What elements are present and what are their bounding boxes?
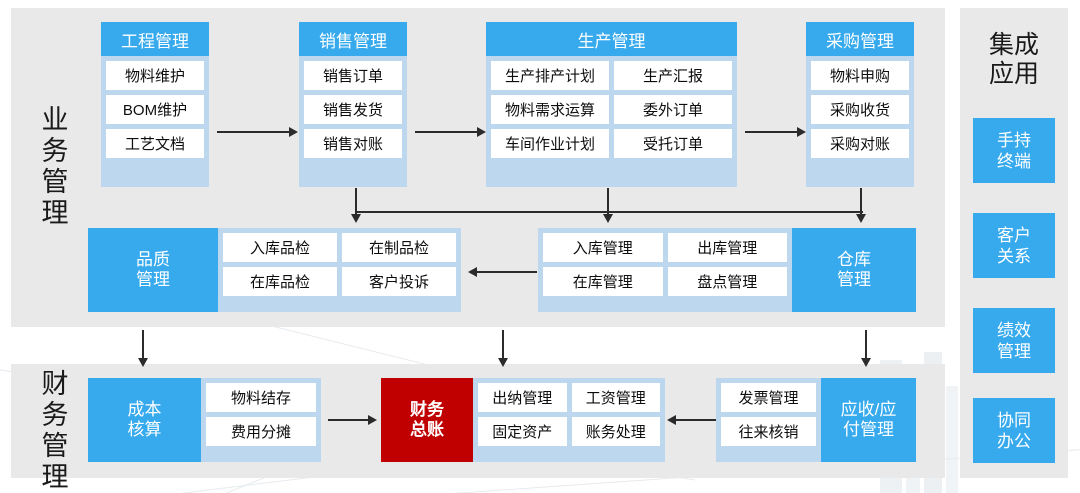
bus-line-horizontal (356, 211, 863, 213)
bus-line-down-sales (355, 188, 357, 216)
arrow-warehouse-to-quality-line (477, 271, 537, 273)
item-engineering-2[interactable]: 工艺文档 (106, 129, 204, 158)
item-sales-2[interactable]: 销售对账 (304, 129, 402, 158)
item-warehouse-left-1[interactable]: 在库管理 (543, 267, 663, 296)
arrow-warehouse-to-receivable-line (865, 330, 867, 360)
item-purchase-0[interactable]: 物料申购 (811, 61, 909, 90)
app-button-customer-relationship[interactable]: 客户关系 (973, 213, 1055, 278)
card-warehouse[interactable]: 入库管理 在库管理 出库管理 盘点管理 仓库管理 (538, 228, 916, 312)
card-production-title: 生产管理 (486, 22, 737, 56)
item-quality-right-1[interactable]: 客户投诉 (342, 267, 456, 296)
card-quality[interactable]: 品质管理 入库品检 在库品检 在制品检 客户投诉 (88, 228, 461, 312)
arrow-cost-to-ledger-head (368, 415, 377, 425)
arrow-receivable-to-ledger-head (667, 415, 676, 425)
card-production[interactable]: 生产管理 生产排产计划 物料需求运算 车间作业计划 生产汇报 委外订单 受托订单 (486, 22, 737, 187)
arrow-to-ledger-line (502, 330, 504, 360)
item-ledger-left-1[interactable]: 固定资产 (478, 417, 567, 446)
item-ledger-right-1[interactable]: 账务处理 (571, 417, 660, 446)
item-engineering-0[interactable]: 物料维护 (106, 61, 204, 90)
card-receivable-payable-title: 应收/应付管理 (821, 378, 916, 462)
card-sales[interactable]: 销售管理 销售订单 销售发货 销售对账 (299, 22, 407, 187)
item-ledger-right-0[interactable]: 工资管理 (571, 383, 660, 412)
item-production-right-1[interactable]: 委外订单 (614, 95, 732, 124)
item-production-right-0[interactable]: 生产汇报 (614, 61, 732, 90)
card-engineering[interactable]: 工程管理 物料维护 BOM维护 工艺文档 (101, 22, 209, 187)
item-engineering-1[interactable]: BOM维护 (106, 95, 204, 124)
arrow-cost-to-ledger-line (328, 419, 368, 421)
item-receivable-1[interactable]: 往来核销 (721, 417, 816, 446)
item-warehouse-right-1[interactable]: 盘点管理 (667, 267, 787, 296)
arrow-quality-to-cost-head (138, 358, 148, 367)
card-receivable-payable[interactable]: 发票管理 往来核销 应收/应付管理 (716, 378, 916, 462)
arrow-down-sales-head (351, 214, 361, 223)
card-cost-accounting[interactable]: 成本核算 物料结存 费用分摊 (88, 378, 321, 462)
arrow-receivable-to-ledger-line (676, 419, 716, 421)
arrow-engineering-to-sales-line (217, 131, 289, 133)
arrow-engineering-to-sales-head (289, 127, 298, 137)
item-quality-right-0[interactable]: 在制品检 (342, 233, 456, 262)
arrow-sales-to-production-head (477, 127, 486, 137)
arrow-down-production-head (603, 214, 613, 223)
card-warehouse-title: 仓库管理 (792, 228, 916, 312)
item-production-left-0[interactable]: 生产排产计划 (491, 61, 609, 90)
item-sales-0[interactable]: 销售订单 (304, 61, 402, 90)
item-sales-1[interactable]: 销售发货 (304, 95, 402, 124)
item-receivable-0[interactable]: 发票管理 (721, 383, 816, 412)
arrow-quality-to-cost-line (142, 330, 144, 360)
business-row-label: 业务管理 (41, 105, 69, 228)
arrow-production-to-purchase-head (797, 127, 806, 137)
card-quality-title: 品质管理 (88, 228, 218, 312)
item-purchase-1[interactable]: 采购收货 (811, 95, 909, 124)
item-warehouse-left-0[interactable]: 入库管理 (543, 233, 663, 262)
item-ledger-left-0[interactable]: 出纳管理 (478, 383, 567, 412)
arrow-warehouse-to-quality-head (468, 267, 477, 277)
app-button-handheld-terminal[interactable]: 手持终端 (973, 118, 1055, 183)
card-general-ledger-title: 财务总账 (381, 378, 473, 462)
finance-row-label: 财务管理 (41, 369, 69, 492)
item-production-right-2[interactable]: 受托订单 (614, 129, 732, 158)
card-purchase-title: 采购管理 (806, 22, 914, 56)
card-purchase[interactable]: 采购管理 物料申购 采购收货 采购对账 (806, 22, 914, 187)
item-quality-left-0[interactable]: 入库品检 (223, 233, 337, 262)
item-cost-1[interactable]: 费用分摊 (206, 417, 316, 446)
card-sales-title: 销售管理 (299, 22, 407, 56)
item-quality-left-1[interactable]: 在库品检 (223, 267, 337, 296)
item-production-left-1[interactable]: 物料需求运算 (491, 95, 609, 124)
arrow-sales-to-production-line (415, 131, 477, 133)
integration-apps-title: 集成应用 (988, 31, 1039, 88)
bus-line-down-production (607, 188, 609, 216)
arrow-warehouse-to-receivable-head (861, 358, 871, 367)
app-button-performance-management[interactable]: 绩效管理 (973, 308, 1055, 373)
arrow-to-ledger-head (498, 358, 508, 367)
arrow-production-to-purchase-line (745, 131, 797, 133)
item-warehouse-right-0[interactable]: 出库管理 (667, 233, 787, 262)
app-button-collaborative-office[interactable]: 协同办公 (973, 398, 1055, 463)
item-cost-0[interactable]: 物料结存 (206, 383, 316, 412)
arrow-down-purchase-head (856, 214, 866, 223)
card-engineering-title: 工程管理 (101, 22, 209, 56)
card-general-ledger[interactable]: 财务总账 出纳管理 固定资产 工资管理 账务处理 (381, 378, 665, 462)
item-purchase-2[interactable]: 采购对账 (811, 129, 909, 158)
item-production-left-2[interactable]: 车间作业计划 (491, 129, 609, 158)
bus-line-down-purchase (860, 188, 862, 216)
card-cost-accounting-title: 成本核算 (88, 378, 201, 462)
